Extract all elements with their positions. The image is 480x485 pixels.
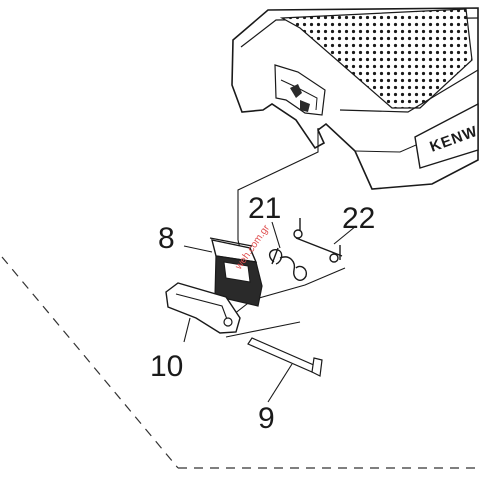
part-9-pin: [247, 337, 323, 377]
brand-plate: [414, 102, 479, 169]
label-part-9: 9: [258, 402, 275, 435]
dashed-outline: [1, 256, 478, 469]
guide-lines: [219, 128, 346, 338]
label-leaders: [183, 221, 357, 403]
label-part-22: 22: [342, 202, 375, 235]
part-10-lever: [165, 282, 241, 334]
label-part-10: 10: [150, 350, 183, 383]
part-21-spring: [268, 247, 308, 281]
label-part-8: 8: [158, 222, 175, 255]
housing: KENW: [231, 7, 480, 190]
part-22-pin: [293, 218, 343, 263]
dotted-top-panel: [279, 8, 473, 109]
part-8-latch-block: [209, 237, 263, 307]
label-part-21: 21: [248, 192, 281, 225]
